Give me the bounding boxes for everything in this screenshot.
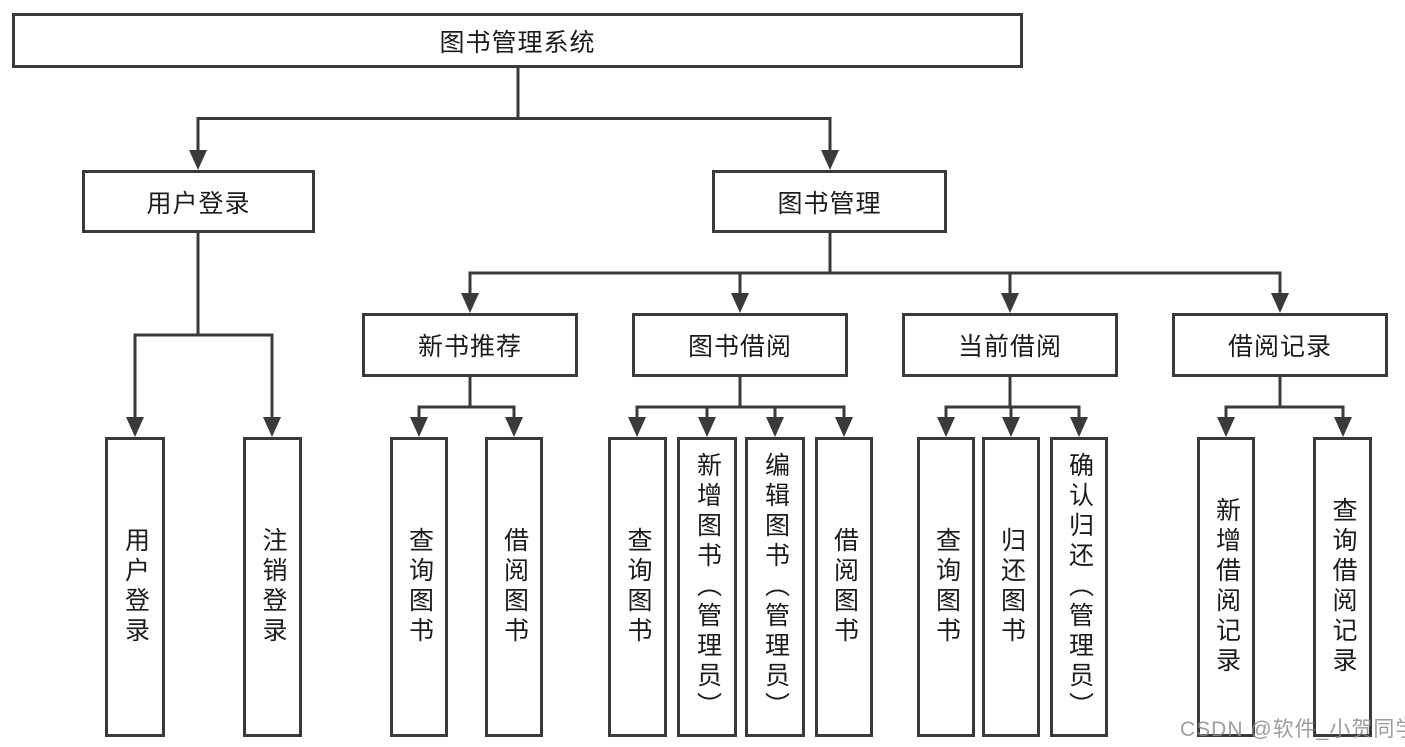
node-book-borrowing: 图书借阅: [632, 313, 848, 377]
node-book-management: 图书管理: [712, 170, 947, 233]
arrowhead-icon: [189, 150, 207, 170]
arrowhead-icon: [263, 417, 281, 437]
leaf-query-borrow-record: 查询借阅记录: [1313, 437, 1372, 737]
arrowhead-icon: [1217, 417, 1235, 437]
connector-root-bar: [196, 117, 832, 152]
connector-current-bar: [944, 405, 1081, 419]
arrowhead-icon: [410, 417, 428, 437]
arrowhead-icon: [835, 417, 853, 437]
arrowhead-icon: [1002, 417, 1020, 437]
arrowhead-icon: [698, 417, 716, 437]
node-current-borrowing: 当前借阅: [902, 313, 1118, 377]
arrowhead-icon: [1271, 293, 1289, 313]
arrowhead-icon: [937, 417, 955, 437]
arrowhead-icon: [461, 293, 479, 313]
leaf-edit-books-admin: 编辑图书（管理员）: [745, 437, 805, 737]
leaf-add-books-admin: 新增图书（管理员）: [677, 437, 737, 737]
node-new-book-recommendation: 新书推荐: [362, 313, 578, 377]
connector-userlogin-bar: [133, 333, 274, 419]
leaf-return-books: 归还图书: [982, 437, 1040, 737]
leaf-add-borrow-record: 新增借阅记录: [1197, 437, 1255, 737]
node-user-login: 用户登录: [82, 170, 315, 233]
arrowhead-icon: [1001, 293, 1019, 313]
connector-borrowing-bar: [635, 405, 846, 419]
arrowhead-icon: [821, 150, 839, 170]
leaf-query-books-borrowing: 查询图书: [608, 437, 667, 737]
arrowhead-icon: [505, 417, 523, 437]
node-library-management-system: 图书管理系统: [12, 13, 1023, 68]
leaf-query-books-recommend: 查询图书: [390, 437, 448, 737]
leaf-confirm-return-admin: 确认归还（管理员）: [1050, 437, 1108, 737]
arrowhead-icon: [126, 417, 144, 437]
arrowhead-icon: [1070, 417, 1088, 437]
connector-recommend-bar: [417, 405, 516, 419]
arrowhead-icon: [731, 293, 749, 313]
arrowhead-icon: [628, 417, 646, 437]
leaf-query-books-current: 查询图书: [917, 437, 975, 737]
connector-level3-bar: [468, 271, 1282, 295]
connector-records-bar: [1224, 405, 1345, 419]
arrowhead-icon: [766, 417, 784, 437]
leaf-borrow-books-recommend: 借阅图书: [485, 437, 543, 737]
node-borrowing-records: 借阅记录: [1172, 313, 1388, 377]
leaf-user-login: 用户登录: [105, 437, 165, 737]
leaf-logout-login: 注销登录: [243, 437, 302, 737]
watermark-csdn: CSDN @软件_小贺同学: [1180, 718, 1405, 741]
arrowhead-icon: [1334, 417, 1352, 437]
leaf-borrow-books-borrowing: 借阅图书: [815, 437, 873, 737]
